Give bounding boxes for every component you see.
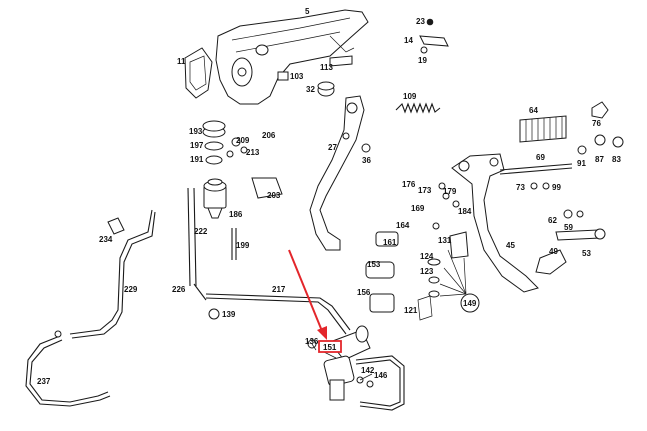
callout-136: 136 <box>305 337 319 346</box>
callout-5: 5 <box>305 7 310 16</box>
callout-149: 149 <box>463 299 477 308</box>
callout-169: 169 <box>411 204 425 213</box>
callout-113: 113 <box>320 63 333 72</box>
hose-199 <box>231 228 237 260</box>
callout-123: 123 <box>420 267 434 276</box>
leader-lines <box>311 249 467 381</box>
callout-206: 206 <box>262 131 276 140</box>
callout-64: 64 <box>529 106 538 115</box>
callout-193: 193 <box>189 127 203 136</box>
cap-193 <box>202 120 226 138</box>
callout-103: 103 <box>290 72 304 81</box>
pedal-bracket <box>215 9 369 105</box>
callout-99: 99 <box>552 183 561 192</box>
gasket-plate <box>184 47 213 99</box>
callout-191: 191 <box>190 155 204 164</box>
callout-209: 209 <box>236 136 250 145</box>
shaft-69 <box>499 163 573 175</box>
line-217 <box>205 293 351 335</box>
bolt-53 <box>555 228 606 241</box>
fluid-line-229 <box>69 209 156 339</box>
pedal-pad-49 <box>535 249 567 275</box>
callout-131: 131 <box>438 236 452 245</box>
callout-142: 142 <box>361 366 375 375</box>
callout-11: 11 <box>177 57 186 66</box>
callout-87: 87 <box>595 155 604 164</box>
callout-19: 19 <box>418 56 427 65</box>
bracket-203 <box>251 177 283 199</box>
pipe-146 <box>355 355 405 411</box>
callout-179: 179 <box>443 187 457 196</box>
callout-153: 153 <box>367 260 381 269</box>
callout-36: 36 <box>362 156 371 165</box>
callout-226: 226 <box>172 285 186 294</box>
small-parts-right <box>365 182 469 321</box>
callout-197: 197 <box>190 141 204 150</box>
callout-109: 109 <box>403 92 417 101</box>
callout-173: 173 <box>418 186 432 195</box>
callout-53: 53 <box>582 249 591 258</box>
seal-197 <box>204 141 224 165</box>
callout-14: 14 <box>404 36 413 45</box>
highlight-box <box>318 340 342 353</box>
spring-64 <box>519 115 567 143</box>
stop-76 <box>591 101 609 119</box>
callout-213: 213 <box>246 148 260 157</box>
callout-49: 49 <box>549 247 558 256</box>
bushing-32 <box>317 81 335 97</box>
callout-27: 27 <box>328 143 337 152</box>
brake-pedal-27 <box>309 95 365 251</box>
callout-76: 76 <box>592 119 601 128</box>
callout-156: 156 <box>357 288 371 297</box>
callout-146: 146 <box>374 371 388 380</box>
reservoir-186 <box>203 178 227 219</box>
small-clip-top <box>419 18 449 54</box>
callout-73: 73 <box>516 183 525 192</box>
callout-199: 199 <box>236 241 250 250</box>
callout-32: 32 <box>306 85 315 94</box>
callout-161: 161 <box>383 238 397 247</box>
clutch-pedal-45 <box>451 153 539 293</box>
callout-45: 45 <box>506 241 515 250</box>
callout-labels: 5 23 14 19 11 103 113 32 109 64 76 193 1… <box>37 7 621 386</box>
highlight-arrowhead <box>317 326 327 340</box>
callout-69: 69 <box>536 153 545 162</box>
callout-121: 121 <box>404 306 418 315</box>
callout-237: 237 <box>37 377 51 386</box>
callout-184: 184 <box>458 207 472 216</box>
callout-59: 59 <box>564 223 573 232</box>
callout-203: 203 <box>267 191 281 200</box>
callout-186: 186 <box>229 210 243 219</box>
callout-124: 124 <box>420 252 434 261</box>
callout-83: 83 <box>612 155 621 164</box>
spring-109 <box>395 102 441 114</box>
highlighted-callout-151: 151 <box>323 343 337 352</box>
callout-62: 62 <box>548 216 557 225</box>
callout-139: 139 <box>222 310 236 319</box>
callout-229: 229 <box>124 285 138 294</box>
nut-103 <box>277 71 289 81</box>
callout-164: 164 <box>396 221 410 230</box>
callout-222: 222 <box>194 227 208 236</box>
callout-91: 91 <box>577 159 586 168</box>
callout-149-ring <box>460 293 480 313</box>
bracket-234 <box>107 217 125 235</box>
callout-234: 234 <box>99 235 113 244</box>
highlight-arrow <box>288 249 323 332</box>
hose-237 <box>25 335 111 407</box>
callout-176: 176 <box>402 180 416 189</box>
callout-217: 217 <box>272 285 286 294</box>
callout-23: 23 <box>416 17 425 26</box>
hose-226 <box>193 283 207 301</box>
hose-222 <box>187 187 197 287</box>
highlight-group: 151 <box>288 249 342 353</box>
